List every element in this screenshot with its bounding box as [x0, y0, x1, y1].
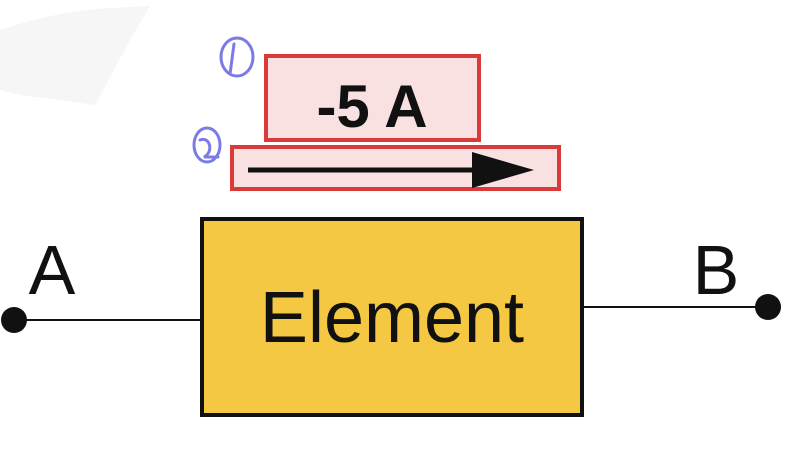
annotation-mark-1 — [219, 36, 255, 78]
current-arrow-head — [472, 152, 534, 188]
terminal-b-label: B — [693, 231, 740, 309]
current-label: -5 A — [316, 73, 427, 140]
terminal-a-node — [1, 307, 27, 333]
background-smudge — [0, 6, 150, 105]
element-box — [200, 217, 584, 417]
terminal-b-node — [755, 294, 781, 320]
element-label: Element — [260, 278, 524, 358]
current-label-box — [264, 54, 481, 142]
annotation-mark-2 — [192, 126, 222, 164]
terminal-a-label: A — [29, 231, 76, 309]
